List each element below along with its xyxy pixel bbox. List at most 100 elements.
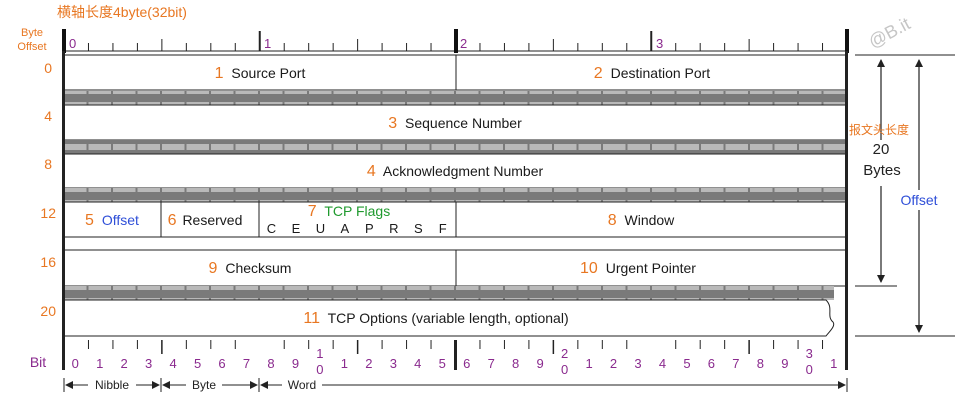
bit-number: 5	[194, 356, 201, 371]
sequence-number-field	[63, 104, 848, 141]
sequence-number-label: Sequence Number	[405, 115, 522, 131]
svg-text:7 TCP Flags: 7 TCP Flags	[308, 203, 390, 220]
svg-text:6 Reserved: 6 Reserved	[168, 212, 243, 229]
bit-number: 6	[218, 356, 225, 371]
destination-port-number: 2	[594, 65, 603, 82]
byte-number-0: 0	[69, 36, 76, 51]
ack-number-label: Acknowledgment Number	[383, 163, 544, 179]
svg-text:1 Source Port: 1 Source Port	[215, 65, 306, 82]
bit-number: 2	[121, 356, 128, 371]
bit-number-ones: 0	[806, 362, 813, 377]
bit-number: 1	[96, 356, 103, 371]
ruler-strip-3	[64, 188, 847, 202]
tcp-flag-e: E	[292, 221, 302, 236]
bit-number: 5	[683, 356, 690, 371]
destination-port-field	[455, 54, 848, 91]
bit-number: 8	[512, 356, 519, 371]
offset-label: Offset	[102, 212, 139, 228]
svg-text:11 TCP Options (variable: 11 TCP Options (variable length, optiona…	[303, 310, 568, 327]
reserved-label: Reserved	[182, 212, 242, 228]
bit-number: 7	[488, 356, 495, 371]
row-offset-12: 12	[40, 205, 56, 221]
bit-number-tens: 2	[561, 346, 568, 361]
checksum-number: 9	[209, 260, 218, 277]
bit-number: 1	[341, 356, 348, 371]
svg-text:9 Checksum: 9 Checksum	[209, 260, 292, 277]
ack-number-field	[63, 153, 848, 189]
source-port-number: 1	[215, 65, 224, 82]
row-offset-8: 8	[44, 156, 52, 172]
header-size-value: 20	[873, 141, 890, 158]
destination-port-label: Destination Port	[611, 65, 711, 81]
byte-offset-label-2: Offset	[17, 41, 46, 53]
row-16: 9 Checksum 10 Urgent Pointer	[63, 249, 848, 287]
offset-side-label: Offset	[900, 192, 937, 208]
svg-text:5 Offset: 5 Offset	[85, 212, 139, 229]
row-offset-4: 4	[44, 108, 52, 124]
tcp-flag-f: F	[439, 221, 448, 236]
offset-number: 5	[85, 212, 94, 229]
tcp-flag-s: S	[414, 221, 424, 236]
bit-number: 9	[292, 356, 299, 371]
sequence-number-number: 3	[388, 115, 397, 132]
tcp-flag-r: R	[389, 221, 399, 236]
bit-number: 0	[72, 356, 79, 371]
urgent-pointer-label: Urgent Pointer	[606, 260, 697, 276]
row-offset-20: 20	[40, 303, 56, 319]
bit-number: 4	[169, 356, 176, 371]
tcp-flag-u: U	[316, 221, 326, 236]
ruler-strip-1	[64, 91, 847, 105]
tcp-flags-field	[258, 201, 457, 238]
watermark: @B.it	[865, 13, 913, 51]
window-number: 8	[608, 212, 617, 229]
reserved-number: 6	[168, 212, 177, 229]
header-size-unit: Bytes	[863, 162, 901, 179]
tcp-flag-p: P	[365, 221, 375, 236]
top-ruler: 0 1 2 3	[62, 29, 849, 53]
row-0: 1 Source Port 2 Destination Port	[63, 54, 848, 91]
bit-number: 7	[243, 356, 250, 371]
svg-text:8 Window: 8 Window	[608, 212, 675, 229]
header-length-indicator: 报文头长度 20 Bytes Offset	[849, 54, 955, 337]
nibble-label: Nibble	[95, 378, 129, 392]
tcp-options-number: 11	[303, 310, 320, 327]
byte-number-3: 3	[656, 36, 663, 51]
checksum-field	[63, 249, 457, 287]
reserved-field	[160, 201, 260, 238]
row-offset-0: 0	[44, 60, 52, 76]
left-frame-bar	[62, 51, 65, 341]
bit-label: Bit	[30, 354, 46, 370]
bit-number-tens: 1	[316, 346, 323, 361]
urgent-pointer-number: 10	[580, 260, 598, 277]
urgent-pointer-field	[455, 249, 848, 287]
svg-text:3 Sequence Number: 3 Sequence Number	[388, 115, 522, 132]
bit-number: 7	[732, 356, 739, 371]
byte-number-2: 2	[460, 36, 467, 51]
bit-number: 3	[634, 356, 641, 371]
row-8: 4 Acknowledgment Number	[63, 153, 848, 189]
bit-number: 2	[610, 356, 617, 371]
scale-legend: Nibble Byte Word	[63, 377, 848, 393]
byte-scale-label: Byte	[192, 378, 216, 392]
ruler-strip-2	[64, 140, 847, 154]
bit-number: 1	[830, 356, 837, 371]
bit-number: 9	[781, 356, 788, 371]
bit-number: 8	[757, 356, 764, 371]
right-frame-bar	[845, 51, 848, 341]
bit-number-ones: 0	[316, 362, 323, 377]
bit-number: 1	[585, 356, 592, 371]
window-field	[455, 201, 848, 238]
ack-number-number: 4	[367, 163, 376, 180]
tcp-flags-number: 7	[308, 203, 317, 220]
svg-text:4 Acknowledgment Number: 4 Acknowledgment Number	[367, 163, 544, 180]
row-20: 11 TCP Options (variable length, optiona…	[63, 299, 835, 337]
tcp-flag-a: A	[341, 221, 351, 236]
bit-number: 9	[537, 356, 544, 371]
bit-number: 6	[708, 356, 715, 371]
header-length-cn-label: 报文头长度	[849, 122, 909, 137]
diagram-title: 横轴长度4byte(32bit)	[57, 4, 187, 20]
byte-offset-label-1: Byte	[21, 27, 43, 39]
tcp-options-label: TCP Options (variable length, optional)	[328, 310, 569, 326]
